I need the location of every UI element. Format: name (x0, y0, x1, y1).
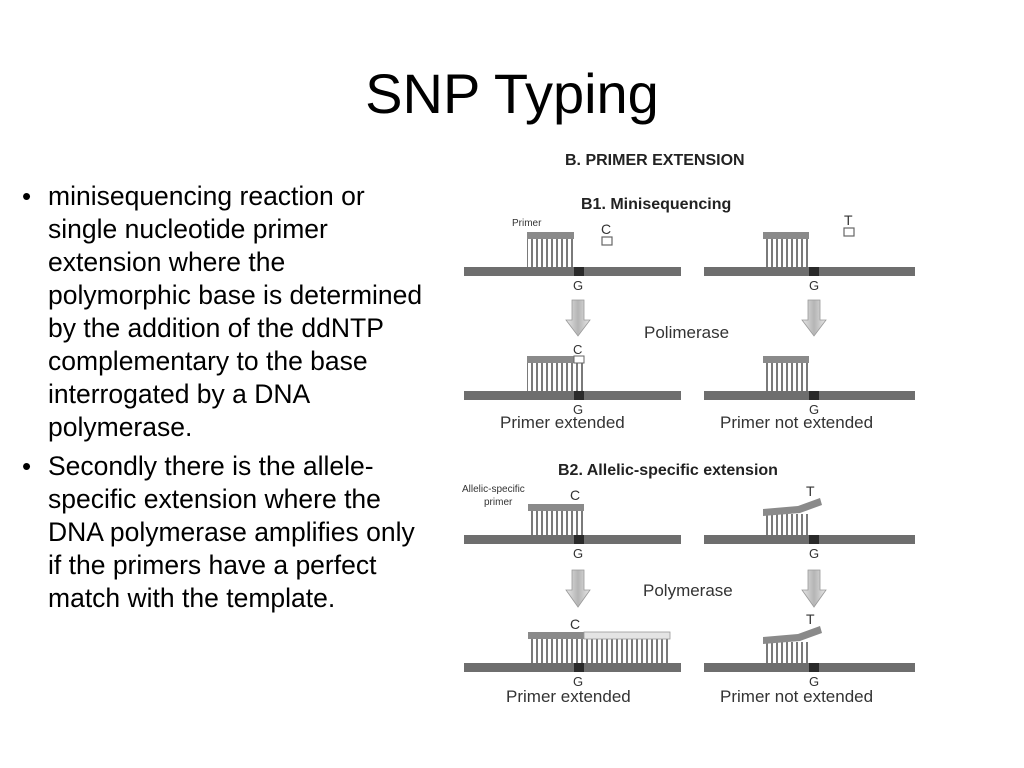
snp-site (809, 535, 819, 544)
primer-strand (528, 632, 584, 639)
primer-strand (527, 356, 574, 363)
b2-primer-label-line2: primer (484, 497, 513, 508)
b2-template-base-left: G (573, 546, 583, 561)
down-arrow-icon (801, 569, 827, 608)
primer-strand (528, 504, 584, 511)
down-arrow-icon (565, 299, 591, 337)
base-pairs (763, 362, 809, 391)
base-pairs (527, 238, 574, 267)
bullet-item: • minisequencing reaction or single nucl… (18, 180, 428, 444)
b2-top-right-complex (704, 498, 915, 544)
b1-template-base-right: G (809, 278, 819, 293)
template-strand (464, 535, 681, 544)
b1-bottom-left-complex (464, 355, 681, 400)
bullet-list: • minisequencing reaction or single nucl… (18, 180, 428, 621)
bullet-text: minisequencing reaction or single nucleo… (48, 181, 423, 442)
primer-extension-diagram: B. PRIMER EXTENSION B1. Minisequencing P… (462, 152, 915, 706)
bullet-item: • Secondly there is the allele-specific … (18, 450, 428, 615)
b1-title: B1. Minisequencing (581, 196, 731, 213)
template-strand (464, 663, 681, 672)
snp-site (574, 663, 584, 672)
b1-right-nucleotide: T (844, 212, 853, 228)
b2-enzyme-label: Polymerase (643, 581, 733, 600)
snp-site (574, 535, 584, 544)
bullet-dot-icon: • (22, 451, 32, 481)
template-strand (464, 267, 681, 276)
b2-template-base-right: G (809, 546, 819, 561)
b2-added-nucleotide: C (570, 616, 580, 632)
ddntp-icon (601, 236, 613, 246)
b2-template-base-right-2: G (809, 674, 819, 689)
b2-right-nucleotide-2: T (806, 611, 815, 627)
b2-bottom-left-complex (464, 631, 681, 672)
b1-left-result: Primer extended (500, 413, 625, 432)
down-arrow-icon (801, 299, 827, 337)
base-pairs (763, 238, 809, 267)
primer-strand (763, 356, 809, 363)
b1-primer-label: Primer (512, 218, 542, 229)
mismatched-primer (763, 498, 822, 516)
figure-heading: B. PRIMER EXTENSION (565, 152, 745, 169)
b2-bottom-right-complex (704, 626, 915, 672)
base-pairs (528, 511, 584, 535)
snp-site (809, 391, 819, 400)
slide-title: SNP Typing (365, 62, 659, 125)
b1-template-base-left-2: G (573, 402, 583, 417)
base-pairs (527, 362, 584, 391)
b2-top-left-complex (464, 504, 681, 544)
b1-template-base-right-2: G (809, 402, 819, 417)
b2-right-result: Primer not extended (720, 687, 873, 706)
snp-site (809, 267, 819, 276)
bullet-dot-icon: • (22, 181, 32, 211)
b2-right-nucleotide: T (806, 483, 815, 499)
primer-strand (763, 232, 809, 239)
extended-strand (583, 631, 671, 640)
template-strand (464, 391, 681, 400)
snp-site (809, 663, 819, 672)
primer-strand (527, 232, 574, 239)
b1-top-right-complex (704, 232, 915, 276)
b1-enzyme-label: Polimerase (644, 323, 729, 342)
down-arrow-icon (565, 569, 591, 608)
b2-left-nucleotide: C (570, 487, 580, 503)
b1-top-left-complex (464, 232, 681, 276)
b1-left-nucleotide: C (601, 221, 611, 237)
bullet-text: Secondly there is the allele-specific ex… (48, 451, 415, 613)
base-pairs (764, 514, 808, 535)
added-ddntp (573, 355, 585, 364)
b1-added-nucleotide: C (573, 342, 582, 357)
b2-title: B2. Allelic-specific extension (558, 462, 778, 479)
b1-right-result: Primer not extended (720, 413, 873, 432)
b1-bottom-right-complex (704, 356, 915, 400)
b2-left-result: Primer extended (506, 687, 631, 706)
snp-site (574, 267, 584, 276)
mismatched-primer (763, 626, 822, 644)
ddntp-icon (843, 227, 855, 237)
base-pairs (764, 642, 808, 663)
snp-site (574, 391, 584, 400)
b1-template-base-left: G (573, 278, 583, 293)
base-pairs (528, 639, 668, 663)
b2-primer-label-line1: Allelic-specific (462, 484, 525, 495)
b2-template-base-left-2: G (573, 674, 583, 689)
